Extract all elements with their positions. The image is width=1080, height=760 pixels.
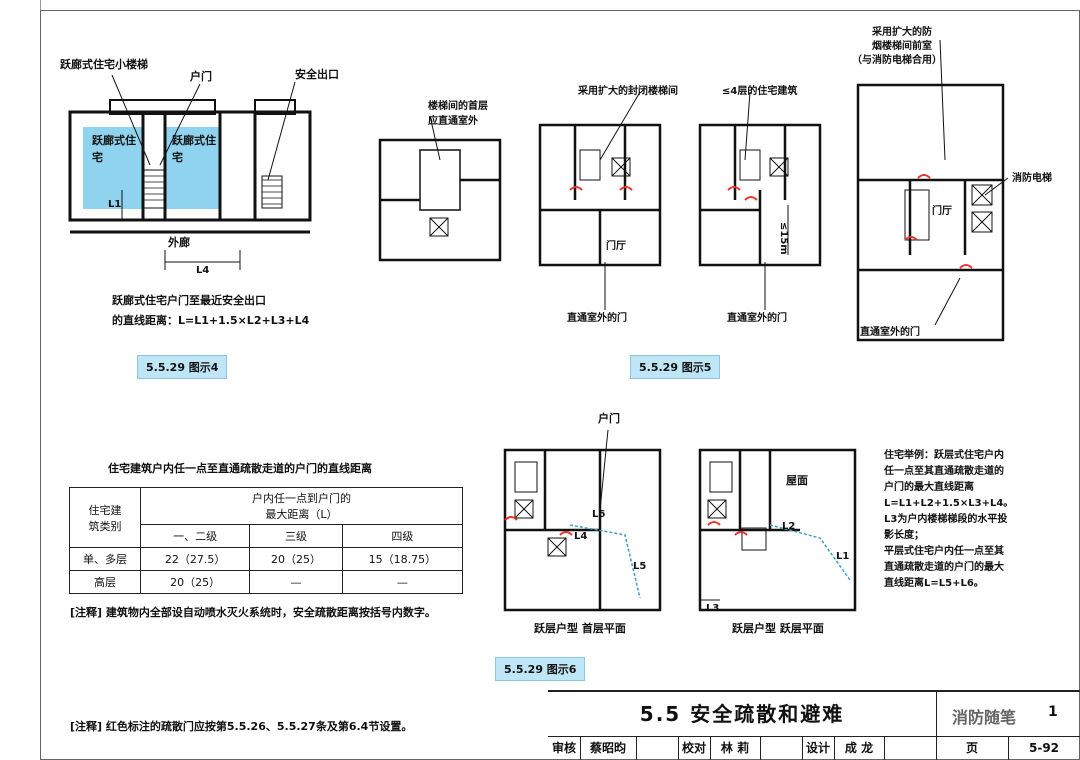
- fig6-l1: L1: [836, 551, 850, 562]
- fig4-unit-right: 跃廊式住宅: [172, 134, 216, 164]
- drawing-number: 1: [1048, 704, 1058, 720]
- fig6-l4-left: L4: [574, 531, 588, 542]
- fig4-l1: L1: [108, 199, 122, 210]
- fig4-corridor-label: 外廊: [168, 236, 190, 249]
- checker-signature: [760, 736, 803, 760]
- design-label: 设计: [802, 736, 835, 760]
- fig6-l3: L3: [706, 603, 720, 614]
- page-label: 页: [936, 736, 1009, 760]
- example-line: L=L1+L2+1.5×L3+L4。: [884, 498, 1014, 509]
- fig6-door-label: 户门: [598, 412, 620, 425]
- fig6-caption-left: 跃层户型 首层平面: [534, 622, 626, 635]
- fig4-l4: L4: [196, 265, 210, 276]
- fig6-roof-label: 屋面: [786, 474, 808, 487]
- fig5-label-b: 应直通室外: [428, 116, 478, 127]
- signature-row: 审核 蔡昭昀 校对 林 莉 设计 成 龙 页 5-92: [548, 736, 1080, 760]
- table-col-type: 住宅建筑类别: [69, 487, 141, 548]
- fig5-door-out-3: 直通室外的门: [860, 327, 920, 338]
- reviewer-name: 蔡昭昀: [580, 736, 637, 760]
- checker-name: 林 莉: [710, 736, 761, 760]
- table-cell: —: [341, 570, 464, 594]
- check-label: 校对: [678, 736, 711, 760]
- fig4-tag: 5.5.29 图示4: [137, 355, 228, 379]
- fig5-lobby-2: 门厅: [932, 206, 952, 217]
- fig5-label-a: 楼梯间的首层: [428, 101, 488, 112]
- table-cell: 高层: [69, 570, 141, 594]
- table-note: [注释] 建筑物内全部设自动喷水灭火系统时，安全疏散距离按括号内数字。: [70, 606, 436, 619]
- fig5-enlarged-label: 采用扩大的封闭楼梯间: [578, 86, 678, 97]
- designer-name: 成 龙: [834, 736, 885, 760]
- example-line: 影长度；: [884, 530, 924, 541]
- example-line: 平层式住宅户内任一点至其: [884, 546, 1004, 557]
- fig6-l6: L6: [592, 509, 606, 520]
- bottom-note: [注释] 红色标注的疏散门应按第5.5.26、5.5.27条及第6.4节设置。: [70, 720, 413, 733]
- title-block: 5.5 安全疏散和避难 消防随笔 1 审核 蔡昭昀 校对 林 莉 设计 成 龙 …: [548, 690, 1080, 760]
- distance-table: 住宅建筑类别 户内任一点到户门的最大距离（L） 一、二级 三级 四级 单、多层 …: [69, 487, 464, 594]
- fig5-tag: 5.5.29 图示5: [630, 355, 721, 379]
- fig5-fire-elevator: 消防电梯: [1012, 173, 1052, 184]
- fig5-le4-label: ≤4层的住宅建筑: [722, 86, 798, 97]
- table-grade: 四级: [341, 524, 464, 548]
- unit-right-fill: [165, 127, 220, 209]
- table-cell: 20（25）: [249, 547, 343, 571]
- designer-signature: [884, 736, 937, 760]
- fig5-front-1: 采用扩大的防: [872, 27, 932, 38]
- reviewer-signature: [636, 736, 679, 760]
- fig5-door-out-2: 直通室外的门: [727, 313, 787, 324]
- fig6-tag: 5.5.29 图示6: [495, 657, 586, 681]
- table-cell: 15（18.75）: [341, 547, 464, 571]
- fig4-caption-2: 的直线距离：L=L1+1.5×L2+L3+L4: [112, 314, 310, 327]
- table-cell: 20（25）: [139, 570, 251, 594]
- table-cell: —: [249, 570, 343, 594]
- fig4-stair-label: 跃廊式住宅小楼梯: [60, 58, 148, 71]
- unit-left-fill: [83, 127, 143, 209]
- example-line: L3为户内楼梯梯段的水平投: [884, 514, 1008, 525]
- fig6-l2: L2: [782, 521, 796, 532]
- table-cell: 22（27.5）: [139, 547, 251, 571]
- table-row: 高层 20（25） — —: [69, 570, 464, 594]
- fig5-door-out-1: 直通室外的门: [567, 313, 627, 324]
- fig4-caption-1: 跃廊式住宅户门至最近安全出口: [112, 294, 266, 307]
- example-line: 户门的最大直线距离: [884, 482, 974, 493]
- section-title: 5.5 安全疏散和避难: [548, 692, 937, 737]
- fig6-caption-right: 跃层户型 跃层平面: [732, 622, 824, 635]
- fig4-door-label: 户门: [190, 70, 212, 83]
- page-number: 5-92: [1028, 741, 1060, 755]
- table-title: 住宅建筑户内任一点至直通疏散走道的户门的直线距离: [108, 462, 372, 475]
- fig5-lobby-1: 门厅: [606, 241, 626, 252]
- fig6-example: 住宅举例：跃层式住宅户内 任一点至其直通疏散走道的 户门的最大直线距离 L=L1…: [884, 448, 1074, 592]
- example-line: 任一点至其直通疏散走道的: [884, 466, 1004, 477]
- fig5-front-3: （与消防电梯合用）: [852, 55, 942, 66]
- example-line: 住宅举例：跃层式住宅户内: [884, 450, 1004, 461]
- fig4-unit-left: 跃廊式住宅: [92, 134, 136, 164]
- table-col-max: 户内任一点到户门的最大距离（L）: [140, 487, 463, 525]
- watermark: 消防随笔: [952, 708, 1017, 727]
- example-line: 直线距离L=L5+L6。: [884, 578, 984, 589]
- drawing-code: 消防随笔 1: [936, 692, 1080, 737]
- fig5-front-2: 烟楼梯间前室: [872, 41, 932, 52]
- fig6-l5: L5: [633, 561, 647, 572]
- review-label: 审核: [548, 736, 581, 760]
- fig4-exit-label: 安全出口: [295, 68, 339, 81]
- example-line: 直通疏散走道的户门的最大: [884, 562, 1004, 573]
